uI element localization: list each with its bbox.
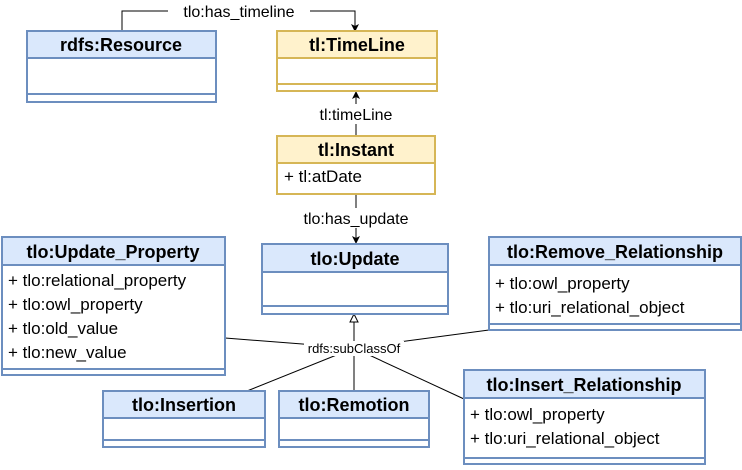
class-attribute: + tlo:relational_property	[8, 271, 187, 290]
class-title: tlo:Update	[311, 249, 400, 269]
class-attribute: + tlo:old_value	[8, 319, 118, 338]
class-tl-timeline: tl:TimeLine	[276, 30, 438, 92]
class-tlo-update: tlo:Update	[261, 243, 449, 315]
class-attribute: + tlo:owl_property	[495, 274, 630, 293]
subclassof-label: rdfs:subClassOf	[308, 341, 401, 356]
subclassof-edges	[224, 312, 490, 400]
class-title: tlo:Insertion	[132, 395, 236, 415]
has-timeline-label: tlo:has_timeline	[183, 4, 294, 21]
class-title: tlo:Remotion	[299, 395, 410, 415]
has-timeline-arrowhead	[351, 24, 359, 32]
class-rdfs-resource: rdfs:Resource	[26, 30, 217, 103]
class-title: tl:TimeLine	[309, 35, 405, 55]
has-update-label: tlo:has_update	[304, 211, 409, 228]
class-title: tl:Instant	[318, 140, 394, 160]
class-tlo-remotion: tlo:Remotion	[278, 390, 430, 448]
class-title: tlo:Insert_Relationship	[486, 375, 681, 395]
class-attribute: + tlo:owl_property	[8, 295, 143, 314]
class-tlo-insertion: tlo:Insertion	[102, 390, 266, 448]
class-attribute: + tlo:owl_property	[470, 405, 605, 424]
subclass-edge-insert-relationship	[353, 347, 465, 400]
class-attribute: + tlo:new_value	[8, 343, 127, 362]
class-tl-instant: tl:Instant + tl:atDate	[276, 135, 436, 195]
class-tlo-update-property: tlo:Update_Property + tlo:relational_pro…	[1, 236, 226, 376]
timeline-label: tl:timeLine	[320, 107, 393, 124]
class-attribute: + tl:atDate	[284, 167, 362, 186]
generalization-arrowhead	[349, 312, 359, 323]
timeline-arrowhead	[352, 91, 360, 99]
class-title: tlo:Remove_Relationship	[507, 242, 723, 262]
class-attribute: + tlo:uri_relational_object	[495, 298, 685, 317]
has-update-arrowhead	[352, 236, 360, 244]
class-title: rdfs:Resource	[60, 35, 182, 55]
class-tlo-remove-relationship: tlo:Remove_Relationship + tlo:owl_proper…	[488, 236, 742, 331]
class-tlo-insert-relationship: tlo:Insert_Relationship + tlo:owl_proper…	[463, 369, 706, 465]
class-title: tlo:Update_Property	[26, 242, 199, 262]
class-attribute: + tlo:uri_relational_object	[470, 429, 660, 448]
